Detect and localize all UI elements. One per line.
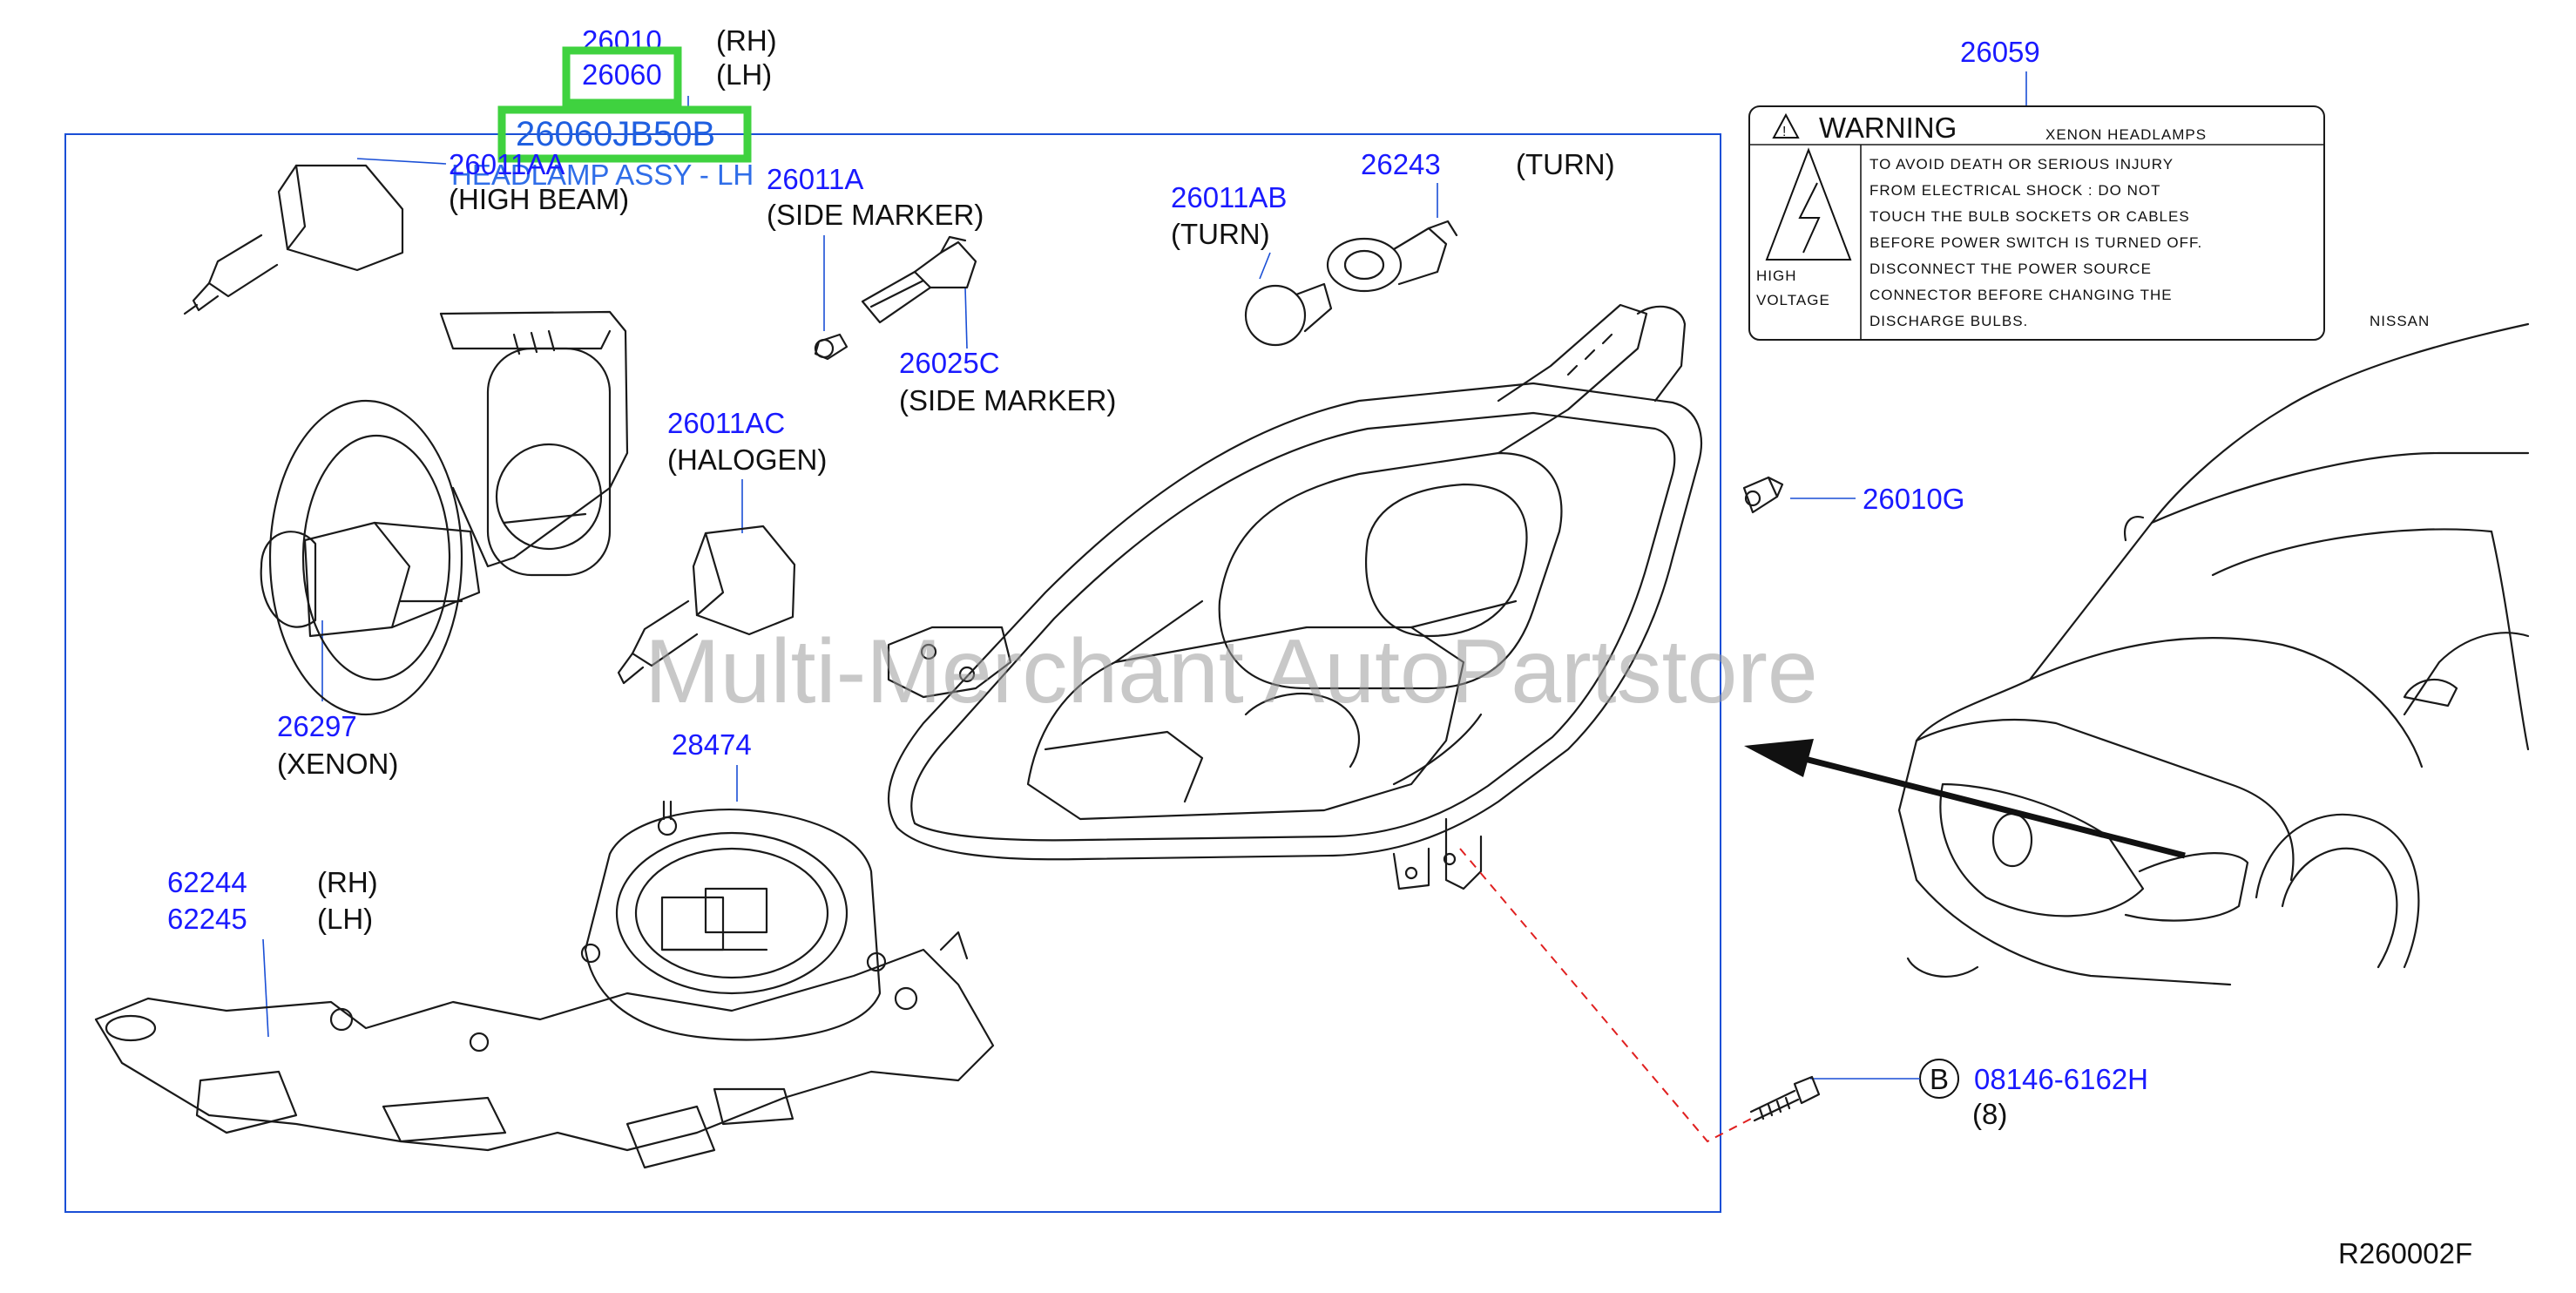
- callout-desc: (TURN): [1171, 218, 1270, 250]
- warning-line-3: TOUCH THE BULB SOCKETS OR CABLES: [1869, 208, 2190, 225]
- warning-label-frame: [1748, 105, 2325, 341]
- callout-62245[interactable]: 62245 (LH): [167, 903, 373, 1038]
- callout-26011a[interactable]: 26011A (SIDE MARKER): [767, 163, 984, 331]
- callout-part-number[interactable]: 26297: [277, 710, 357, 742]
- high-voltage-icon: [1765, 147, 1852, 261]
- callout-part-number[interactable]: 62245: [167, 903, 247, 935]
- callout-part-number[interactable]: 08146-6162H: [1974, 1063, 2148, 1095]
- turn-socket[interactable]: [1326, 220, 1458, 293]
- high-beam-bulb[interactable]: [183, 164, 404, 315]
- warning-line-7: DISCHARGE BULBS.: [1869, 313, 2028, 329]
- selected-part-number[interactable]: 26060JB50B: [516, 115, 715, 153]
- header-part-numbers: 26010 (RH) 26060 (LH) 26060JB50B HEADLAM…: [451, 24, 777, 191]
- tag-lh: (LH): [716, 58, 772, 91]
- ballast-unit[interactable]: [580, 800, 887, 1041]
- callout-desc: (RH): [317, 866, 378, 898]
- callout-desc: (HIGH BEAM): [449, 183, 629, 215]
- watermark: Multi-Merchant AutoPartstore: [645, 621, 1818, 722]
- callout-26011aa[interactable]: 26011AA (HIGH BEAM): [356, 148, 629, 215]
- callout-desc: (LH): [317, 903, 373, 935]
- warning-subtitle: XENON HEADLAMPS: [2045, 126, 2207, 143]
- callout-part-number[interactable]: 26010G: [1863, 483, 1964, 515]
- mounting-bracket[interactable]: [94, 931, 995, 1169]
- callout-desc: (XENON): [277, 748, 398, 780]
- callout-26011ab[interactable]: 26011AB (TURN): [1171, 181, 1287, 280]
- clip-26010g[interactable]: [1742, 476, 1784, 514]
- side-marker-socket[interactable]: [861, 235, 977, 324]
- xenon-bulb-assembly[interactable]: [260, 310, 629, 716]
- callout-26011ac[interactable]: 26011AC (HALOGEN): [667, 407, 827, 533]
- callout-desc: (8): [1972, 1098, 2007, 1130]
- halogen-bulb[interactable]: [617, 525, 796, 685]
- side-marker-bulb[interactable]: [814, 333, 849, 361]
- callout-desc: (SIDE MARKER): [899, 384, 1116, 416]
- selected-part-desc: HEADLAMP ASSY - LH: [451, 159, 754, 191]
- callout-26243[interactable]: 26243 (TURN): [1361, 148, 1615, 218]
- callout-28474[interactable]: 28474: [672, 728, 752, 802]
- callout-part-number[interactable]: 26011A: [767, 163, 863, 195]
- brand-label: NISSAN: [2370, 313, 2430, 329]
- warning-triangle-icon: [1772, 112, 1800, 139]
- callout-part-number[interactable]: 28474: [672, 728, 752, 761]
- tag-rh: (RH): [716, 24, 777, 57]
- callout-26059[interactable]: 26059: [1960, 36, 2040, 106]
- callout-part-number[interactable]: 26025C: [899, 347, 1000, 379]
- bolt-08146[interactable]: [1749, 1075, 1821, 1122]
- callout-part-number[interactable]: 26011AA: [449, 148, 565, 180]
- highlight-box-lh: [562, 46, 682, 107]
- warning-side-line1: HIGH: [1756, 267, 1797, 284]
- callout-desc: (TURN): [1516, 148, 1615, 180]
- part-number-lh[interactable]: 26060: [582, 58, 662, 91]
- callout-desc: (SIDE MARKER): [767, 199, 984, 231]
- callout-26025c[interactable]: 26025C (SIDE MARKER): [899, 287, 1116, 416]
- diagram-code: R260002F: [2338, 1237, 2472, 1269]
- headlamp-housing[interactable]: [887, 303, 1702, 890]
- callout-08146-6162h[interactable]: B 08146-6162H (8): [1810, 1059, 2148, 1130]
- assembly-frame: [64, 133, 1721, 1213]
- warning-line-5: DISCONNECT THE POWER SOURCE: [1869, 261, 2152, 277]
- callout-desc: (HALOGEN): [667, 443, 827, 476]
- warning-line-1: TO AVOID DEATH OR SERIOUS INJURY: [1869, 156, 2174, 173]
- callout-part-number[interactable]: 26011AB: [1171, 181, 1287, 213]
- warning-line-4: BEFORE POWER SWITCH IS TURNED OFF.: [1869, 234, 2202, 251]
- warning-title: WARNING: [1819, 112, 1957, 144]
- callout-part-number[interactable]: 62244: [167, 866, 247, 898]
- callout-part-number[interactable]: 26243: [1361, 148, 1441, 180]
- callout-62244[interactable]: 62244 (RH): [167, 866, 378, 898]
- svg-text:!: !: [1782, 125, 1786, 139]
- callout-26297[interactable]: 26297 (XENON): [277, 620, 398, 780]
- warning-label: ! WARNING XENON HEADLAMPS HIGH VOLTAGE T…: [1748, 105, 2325, 341]
- dashed-leader: [1459, 848, 1752, 1143]
- highlight-box-selected: [497, 105, 752, 163]
- direction-arrow: [1744, 739, 2186, 859]
- vehicle-illustration: [1897, 322, 2530, 986]
- warning-line-6: CONNECTOR BEFORE CHANGING THE: [1869, 287, 2173, 303]
- turn-bulb[interactable]: [1244, 282, 1333, 347]
- callout-part-number[interactable]: 26011AC: [667, 407, 785, 439]
- warning-side-line2: VOLTAGE: [1756, 292, 1830, 308]
- callout-part-number[interactable]: 26059: [1960, 36, 2040, 68]
- warning-line-2: FROM ELECTRICAL SHOCK : DO NOT: [1869, 182, 2160, 199]
- callout-26010g[interactable]: 26010G: [1790, 483, 1964, 515]
- bolt-marker-letter: B: [1930, 1063, 1949, 1095]
